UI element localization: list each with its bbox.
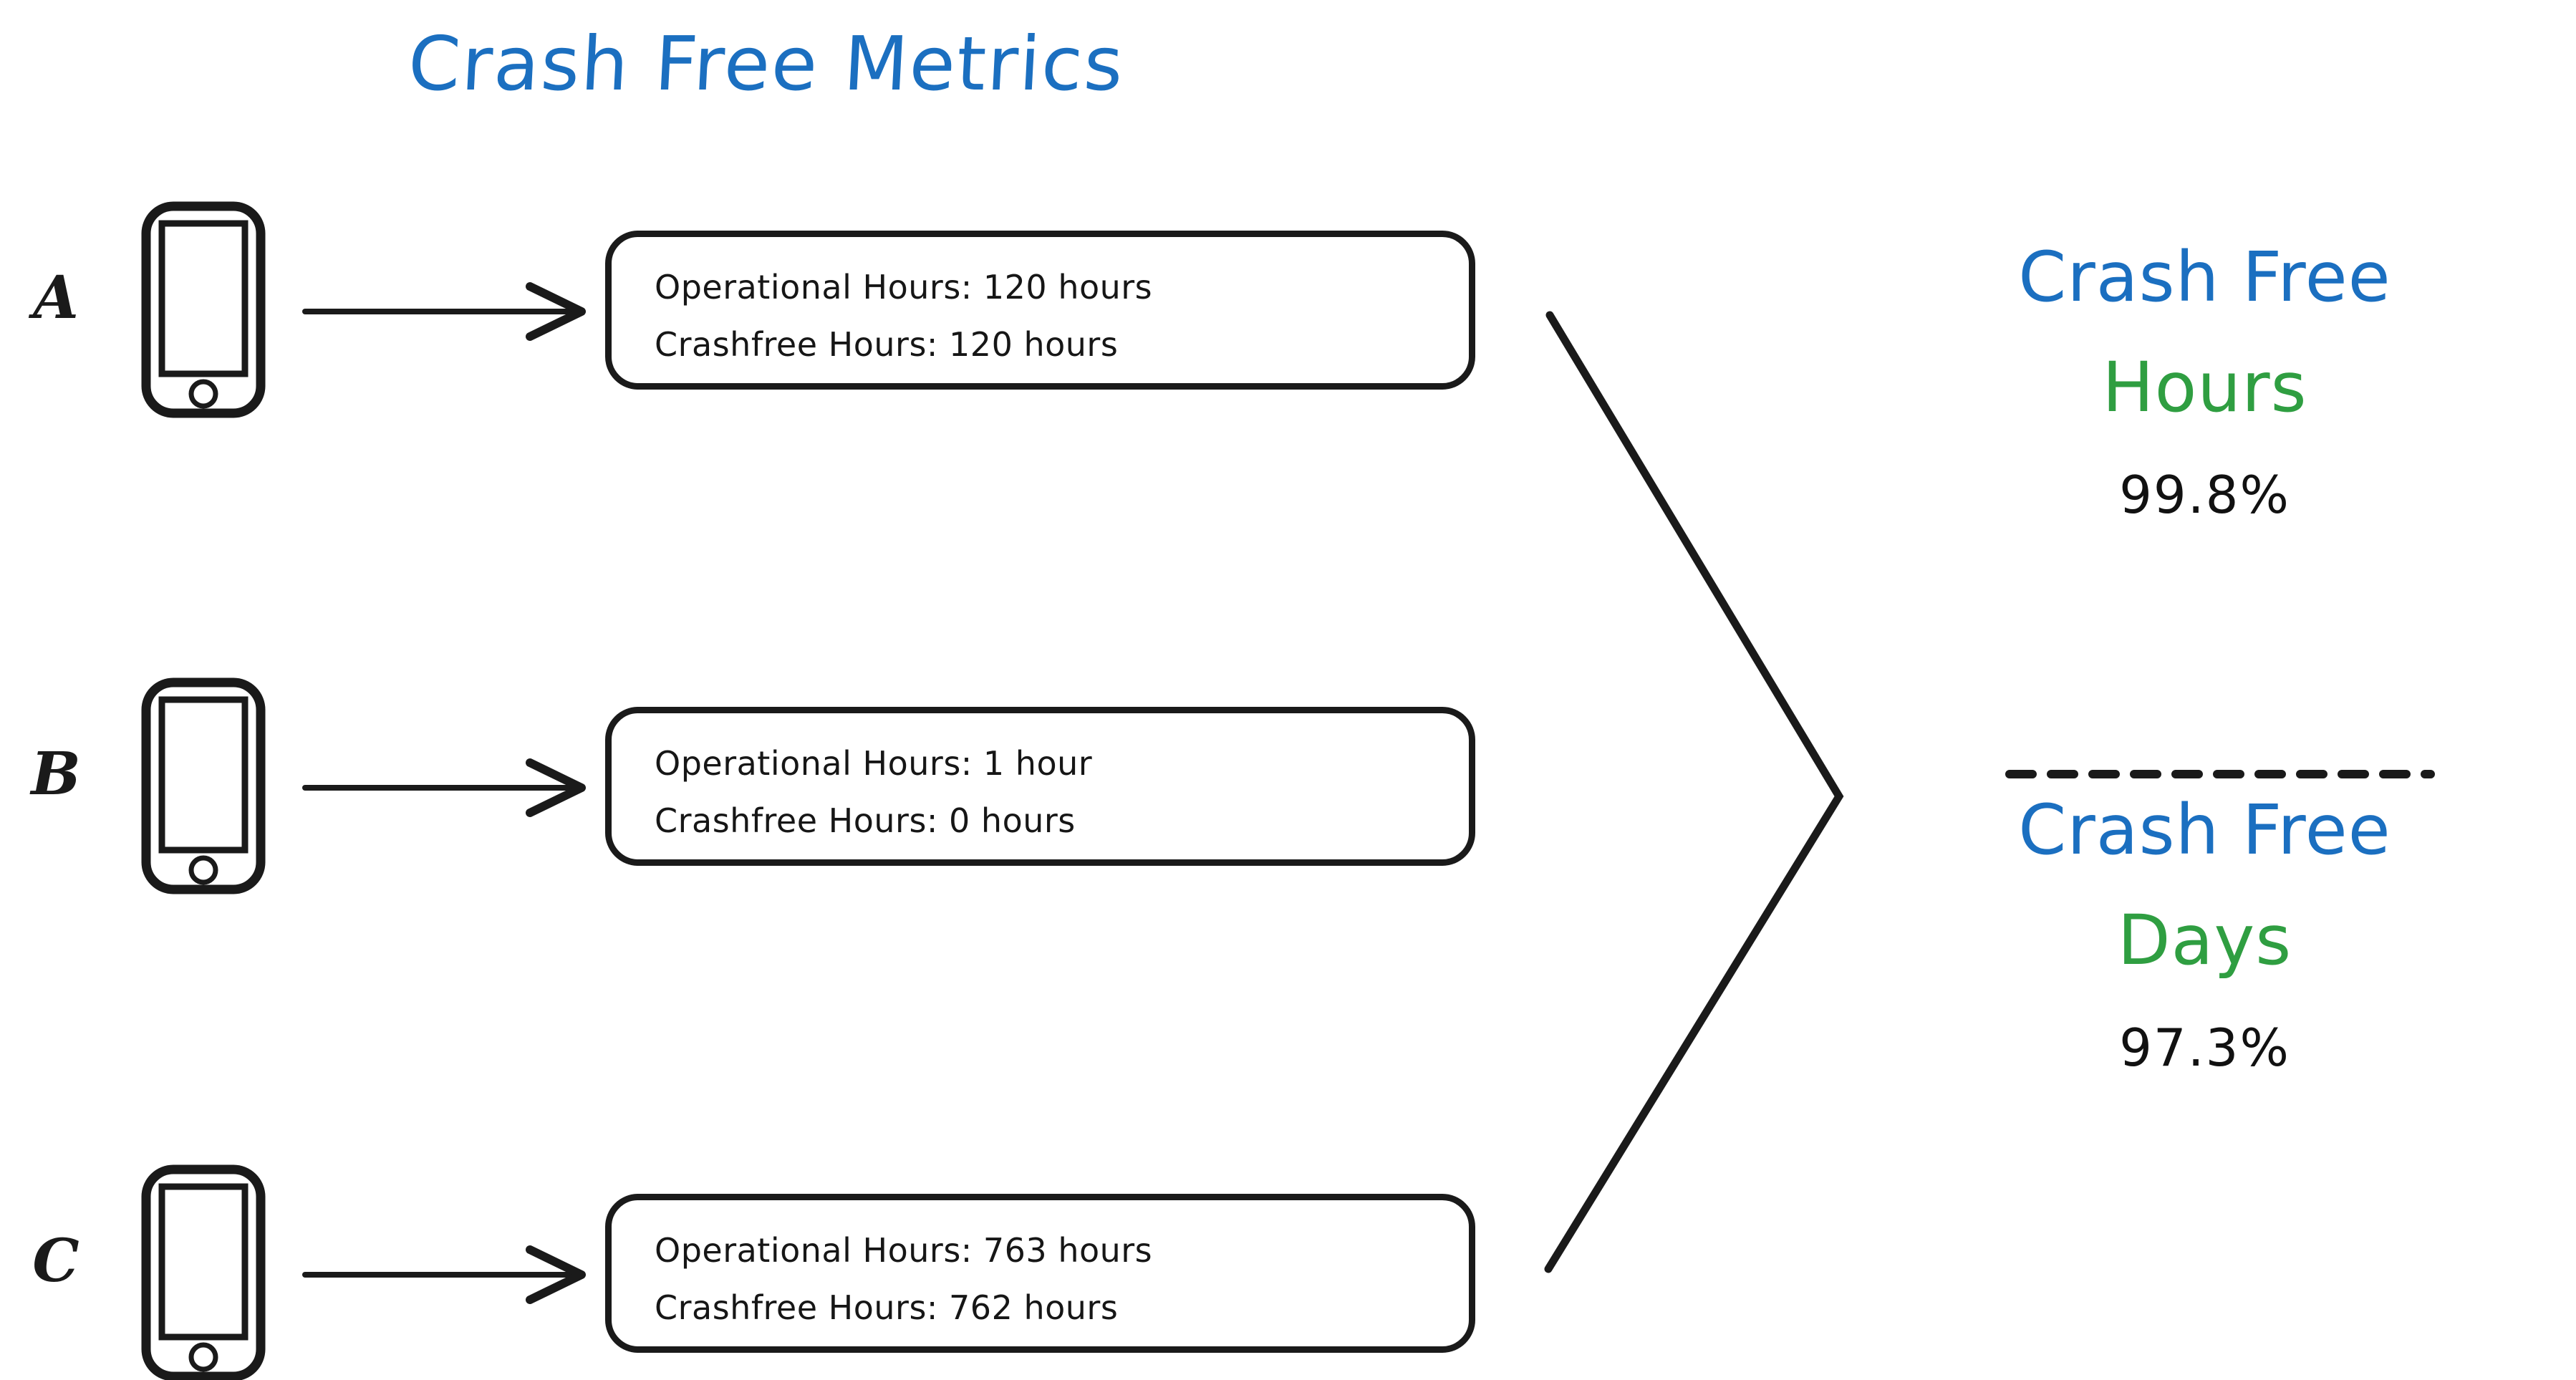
crashfree-hours-b: Crashfree Hours: 0 hours [655, 801, 1076, 840]
device-label-b: B [31, 740, 81, 809]
chevron-connector-icon [1518, 286, 1876, 1303]
metric-box-b: Operational Hours: 1 hour Crashfree Hour… [605, 707, 1475, 866]
arrow-right-icon [301, 756, 587, 820]
result-title-days: Crash Free [2018, 790, 2391, 870]
result-title-hours: Crash Free [2018, 237, 2391, 317]
crashfree-hours-c: Crashfree Hours: 762 hours [655, 1288, 1119, 1327]
operational-hours-a: Operational Hours: 120 hours [655, 268, 1153, 307]
crashfree-hours-a: Crashfree Hours: 120 hours [655, 325, 1119, 364]
operational-hours-b: Operational Hours: 1 hour [655, 744, 1093, 783]
device-label-a: A [33, 264, 79, 332]
arrow-right-icon [301, 1243, 587, 1307]
dashed-divider-icon [2005, 770, 2435, 778]
operational-hours-c: Operational Hours: 763 hours [655, 1231, 1153, 1270]
mobile-phone-icon [140, 677, 266, 895]
device-label-c: C [32, 1227, 79, 1295]
result-unit-hours: Hours [2102, 347, 2307, 428]
metric-box-a: Operational Hours: 120 hours Crashfree H… [605, 231, 1475, 390]
result-value-days: 97.3% [2119, 1018, 2290, 1078]
arrow-right-icon [301, 279, 587, 344]
mobile-phone-icon [140, 201, 266, 419]
results-panel: Crash Free Hours 99.8% Crash Free Days 9… [1833, 215, 2576, 1380]
mobile-phone-icon [140, 1164, 266, 1380]
result-value-hours: 99.8% [2119, 465, 2290, 525]
device-row-a: A Operational Hours: 120 hours Crashfree… [0, 201, 1518, 418]
result-unit-days: Days [2117, 900, 2292, 980]
result-crash-free-days: Crash Free Days 97.3% [1833, 788, 2576, 1087]
device-row-b: B Operational Hours: 1 hour Crashfree Ho… [0, 677, 1518, 895]
result-crash-free-hours: Crash Free Hours 99.8% [1833, 235, 2576, 534]
metric-box-c: Operational Hours: 763 hours Crashfree H… [605, 1194, 1475, 1353]
page-title: Crash Free Metrics [406, 20, 1127, 107]
device-row-c: C Operational Hours: 763 hours Crashfree… [0, 1164, 1518, 1380]
